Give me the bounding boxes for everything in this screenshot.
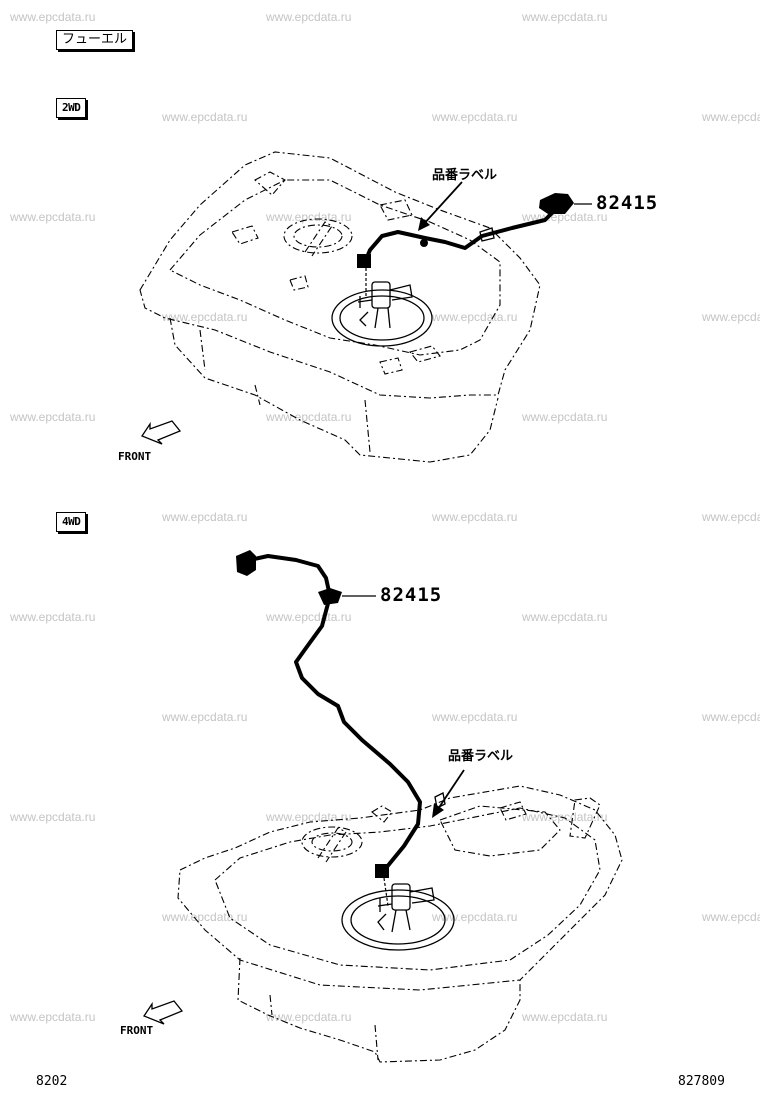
watermark-text: www.epcdata.ru (162, 910, 248, 924)
part-label-callout: 品番ラベル (448, 749, 514, 764)
front-arrow-icon (143, 1000, 184, 1025)
watermark-text: www.epcdata.ru (702, 910, 760, 924)
watermark-text: www.epcdata.ru (162, 310, 248, 324)
watermark-text: www.epcdata.ru (522, 410, 608, 424)
clip-icon (357, 254, 371, 268)
clip-icon (420, 239, 428, 247)
connector-icon (539, 193, 574, 214)
fuel-pump-icon (331, 281, 433, 347)
fuel-hose (363, 208, 557, 264)
clip-icon (479, 227, 495, 242)
connector-icon (236, 550, 256, 576)
part-label-callout: 品番ラベル (432, 168, 498, 183)
watermark-text: www.epcdata.ru (266, 610, 352, 624)
watermark-text: www.epcdata.ru (522, 810, 608, 824)
part-number-82415[interactable]: 82415 (596, 192, 659, 214)
watermark-text: www.epcdata.ru (10, 810, 96, 824)
clip-icon (375, 864, 389, 878)
watermark-text: www.epcdata.ru (522, 610, 608, 624)
watermark-text: www.epcdata.ru (162, 110, 248, 124)
watermark-text: www.epcdata.ru (266, 410, 352, 424)
watermark-text: www.epcdata.ru (702, 510, 760, 524)
watermark-text: www.epcdata.ru (702, 710, 760, 724)
watermark-text: www.epcdata.ru (702, 110, 760, 124)
watermark-text: www.epcdata.ru (10, 10, 96, 24)
fuel-hose (248, 554, 422, 870)
front-arrow-icon (141, 420, 182, 445)
watermark-text: www.epcdata.ru (432, 510, 518, 524)
watermark-text: www.epcdata.ru (266, 1010, 352, 1024)
watermark-text: www.epcdata.ru (10, 1010, 96, 1024)
watermark-text: www.epcdata.ru (522, 10, 608, 24)
fuel-tank-icon (139, 151, 541, 463)
figure-code: 827809 (678, 1074, 725, 1089)
watermark-text: www.epcdata.ru (702, 310, 760, 324)
watermark-text: www.epcdata.ru (432, 710, 518, 724)
clip-icon (318, 588, 342, 605)
part-number-82415[interactable]: 82415 (380, 584, 443, 606)
watermark-text: www.epcdata.ru (162, 710, 248, 724)
category-tag: フューエル (56, 30, 134, 50)
front-label: FRONT (120, 1024, 154, 1037)
watermark-text: www.epcdata.ru (10, 610, 96, 624)
leader-arrow-icon (432, 769, 465, 818)
fuel-tank-icon (177, 785, 623, 1063)
variant-tag-4wd: 4WD (56, 512, 87, 532)
watermark-text: www.epcdata.ru (162, 510, 248, 524)
watermark-text: www.epcdata.ru (266, 810, 352, 824)
watermark-text: www.epcdata.ru (522, 1010, 608, 1024)
watermark-text: www.epcdata.ru (10, 210, 96, 224)
front-label: FRONT (118, 450, 152, 463)
fuel-pump-icon (341, 883, 455, 951)
watermark-text: www.epcdata.ru (432, 110, 518, 124)
watermark-text: www.epcdata.ru (266, 10, 352, 24)
clip-icon (434, 792, 446, 809)
watermark-text: www.epcdata.ru (432, 310, 518, 324)
variant-tag-2wd: 2WD (56, 98, 87, 118)
leader-arrow-icon (418, 181, 463, 231)
page-code: 8202 (36, 1074, 68, 1089)
watermark-text: www.epcdata.ru (10, 410, 96, 424)
